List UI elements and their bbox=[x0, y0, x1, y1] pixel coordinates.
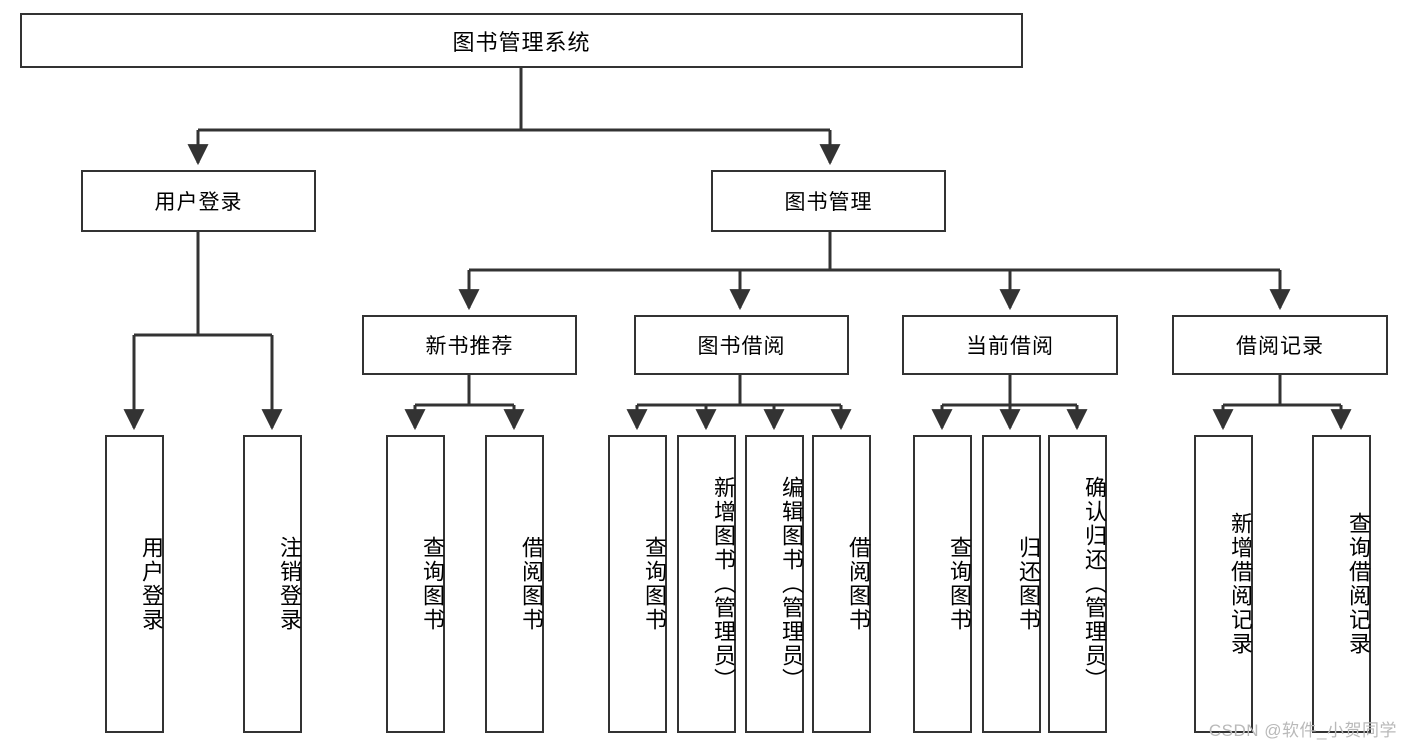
leaf-label: 归还图书 bbox=[1016, 536, 1041, 632]
leaf-edit-book-admin[interactable]: 编辑图书（管理员） bbox=[745, 435, 804, 733]
leaf-label: 用户登录 bbox=[139, 536, 164, 632]
node-new-book-recommend[interactable]: 新书推荐 bbox=[362, 315, 577, 375]
node-book-borrow[interactable]: 图书借阅 bbox=[634, 315, 849, 375]
leaf-label: 查询图书 bbox=[947, 536, 972, 632]
leaf-borrow-book-recommend[interactable]: 借阅图书 bbox=[485, 435, 544, 733]
csdn-watermark: CSDN @软件_小贺同学 bbox=[1208, 721, 1397, 740]
leaf-label: 查询借阅记录 bbox=[1346, 512, 1371, 656]
leaf-label: 借阅图书 bbox=[846, 536, 871, 632]
leaf-label: 注销登录 bbox=[277, 536, 302, 632]
node-borrow-record[interactable]: 借阅记录 bbox=[1172, 315, 1388, 375]
leaf-query-book-borrow[interactable]: 查询图书 bbox=[608, 435, 667, 733]
leaf-query-book-current[interactable]: 查询图书 bbox=[913, 435, 972, 733]
leaf-query-book-recommend[interactable]: 查询图书 bbox=[386, 435, 445, 733]
leaf-add-borrow-record[interactable]: 新增借阅记录 bbox=[1194, 435, 1253, 733]
leaf-query-borrow-record[interactable]: 查询借阅记录 bbox=[1312, 435, 1371, 733]
leaf-label: 借阅图书 bbox=[519, 536, 544, 632]
leaf-confirm-return-admin[interactable]: 确认归还（管理员） bbox=[1048, 435, 1107, 733]
leaf-label: 编辑图书（管理员） bbox=[779, 476, 804, 692]
node-book-management[interactable]: 图书管理 bbox=[711, 170, 946, 232]
leaf-label: 新增图书（管理员） bbox=[711, 476, 736, 692]
leaf-borrow-book[interactable]: 借阅图书 bbox=[812, 435, 871, 733]
node-root-system[interactable]: 图书管理系统 bbox=[20, 13, 1023, 68]
leaf-label: 确认归还（管理员） bbox=[1082, 476, 1107, 692]
leaf-label: 查询图书 bbox=[420, 536, 445, 632]
node-user-login[interactable]: 用户登录 bbox=[81, 170, 316, 232]
node-current-borrow[interactable]: 当前借阅 bbox=[902, 315, 1118, 375]
leaf-label: 新增借阅记录 bbox=[1228, 512, 1253, 656]
leaf-add-book-admin[interactable]: 新增图书（管理员） bbox=[677, 435, 736, 733]
leaf-logout[interactable]: 注销登录 bbox=[243, 435, 302, 733]
leaf-return-book[interactable]: 归还图书 bbox=[982, 435, 1041, 733]
leaf-user-login[interactable]: 用户登录 bbox=[105, 435, 164, 733]
leaf-label: 查询图书 bbox=[642, 536, 667, 632]
